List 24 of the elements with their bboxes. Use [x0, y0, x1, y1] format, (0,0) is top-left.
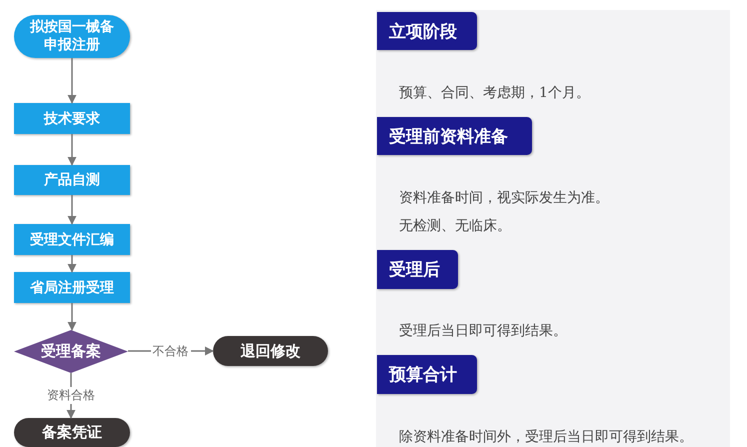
edge-label: 资料合格 [45, 387, 97, 404]
process-box: 受理文件汇编 [14, 224, 130, 255]
arrow [68, 134, 76, 166]
process-box: 省局注册受理 [14, 272, 130, 303]
start-terminal: 拟按国一械备申报注册 [14, 15, 130, 58]
edge-label: 不合格 [150, 342, 190, 360]
description-text: 预算、合同、考虑期，1个月。 [399, 84, 590, 102]
arrow [68, 58, 76, 104]
description-text: 无检测、无临床。 [399, 217, 511, 235]
process-box: 产品自测 [14, 165, 130, 195]
decision-diamond: 受理备案 [14, 330, 128, 373]
description-text: 受理后当日即可得到结果。 [399, 322, 567, 340]
arrow [68, 255, 76, 273]
process-box: 技术要求 [14, 103, 130, 134]
arrow [68, 303, 76, 331]
arrow [68, 195, 76, 225]
end-terminal: 退回修改 [213, 336, 328, 366]
description-text: 资料准备时间，视实际发生为准。 [399, 189, 609, 207]
section-heading: 立项阶段 [377, 12, 477, 50]
section-heading: 受理后 [377, 250, 458, 289]
end-terminal: 备案凭证 [14, 418, 130, 447]
section-heading: 预算合计 [377, 355, 477, 394]
description-text: 除资料准备时间外，受理后当日即可得到结果。 [399, 428, 693, 446]
section-heading: 受理前资料准备 [377, 117, 532, 155]
